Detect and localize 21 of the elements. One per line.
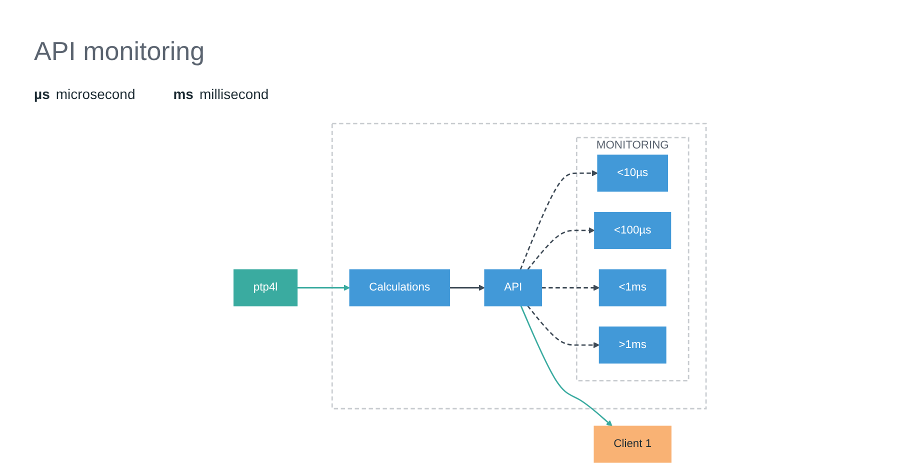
node-box: <1ms <box>598 269 666 306</box>
unit-name: millisecond <box>199 86 269 102</box>
cluster <box>332 122 707 410</box>
node-box: Client 1 <box>594 426 672 463</box>
diagram-title: API monitoring <box>34 36 205 67</box>
unit-abbreviation: ms <box>173 86 194 102</box>
arrow <box>520 306 612 426</box>
node-box: <10µs <box>597 154 668 192</box>
arrow <box>450 284 485 291</box>
arrow <box>542 284 600 291</box>
arrow <box>297 284 350 291</box>
node-box: ptp4l <box>234 269 298 306</box>
arrow <box>520 170 598 270</box>
unit-name: microsecond <box>56 86 136 102</box>
arrow <box>527 305 600 348</box>
unit-abbreviation: µs <box>34 86 50 102</box>
node-box: Calculations <box>349 269 450 306</box>
node-box: API <box>484 269 542 306</box>
node-box: >1ms <box>598 326 666 364</box>
node-box: <100µs <box>594 212 672 249</box>
arrow <box>527 227 595 270</box>
